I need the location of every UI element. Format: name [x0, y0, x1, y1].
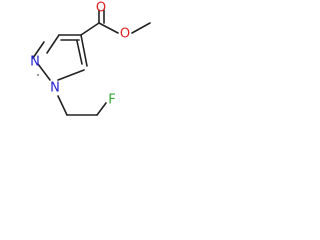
- bonds: [32, 9, 151, 116]
- bond-ch2-f: [96, 102, 107, 116]
- bond-c3-n2: [46, 34, 60, 54]
- molecule-structure: O O N N F: [30, 1, 151, 116]
- fluorine-label: F: [108, 93, 115, 108]
- bond-n1-ch2: [57, 95, 68, 116]
- bond-o-methyl: [131, 22, 151, 34]
- bond-n2-n1: [37, 63, 51, 81]
- molecule-diagram: O O N N F: [0, 0, 174, 147]
- bond-ring-left-double: [32, 41, 45, 59]
- bond-c-o-ester: [98, 22, 119, 34]
- nitrogen-2-label: N: [30, 55, 40, 70]
- bond-c5-c4-double: [76, 40, 83, 65]
- oxygen-carbonyl-label: O: [96, 1, 106, 16]
- oxygen-ester-label: O: [120, 27, 130, 42]
- nitrogen-1-label: N: [50, 81, 60, 96]
- bond-c5-c4: [80, 34, 88, 67]
- bond-c3-ccarbonyl: [80, 22, 100, 36]
- bond-n1-c5: [57, 69, 85, 81]
- atom-labels: O O N N F: [30, 1, 130, 108]
